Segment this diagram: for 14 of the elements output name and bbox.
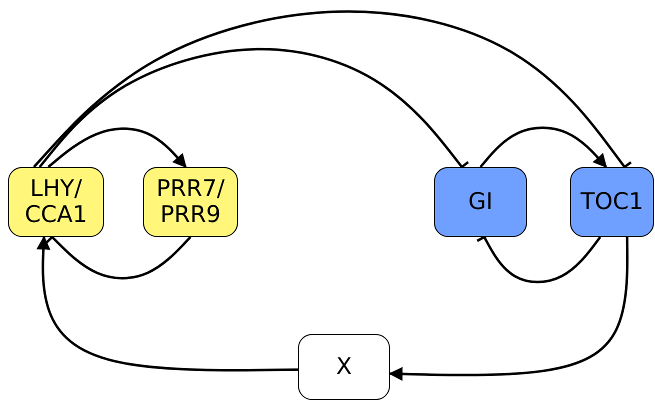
arrow	[480, 126, 608, 168]
gene-label: PRR7/ PRR9	[155, 176, 226, 228]
gene-box	[570, 167, 654, 237]
arrow	[36, 236, 298, 372]
arrow	[48, 127, 187, 168]
gene-box	[434, 167, 527, 237]
gene-label: X	[336, 354, 352, 380]
gene-label: GI	[468, 188, 493, 216]
gene-box	[8, 167, 104, 237]
arrow	[388, 236, 629, 381]
gene-box	[298, 334, 390, 400]
gene-label: TOC1	[580, 188, 644, 216]
gene-box	[143, 167, 238, 237]
gene-label: LHY/ CCA1	[24, 176, 88, 228]
